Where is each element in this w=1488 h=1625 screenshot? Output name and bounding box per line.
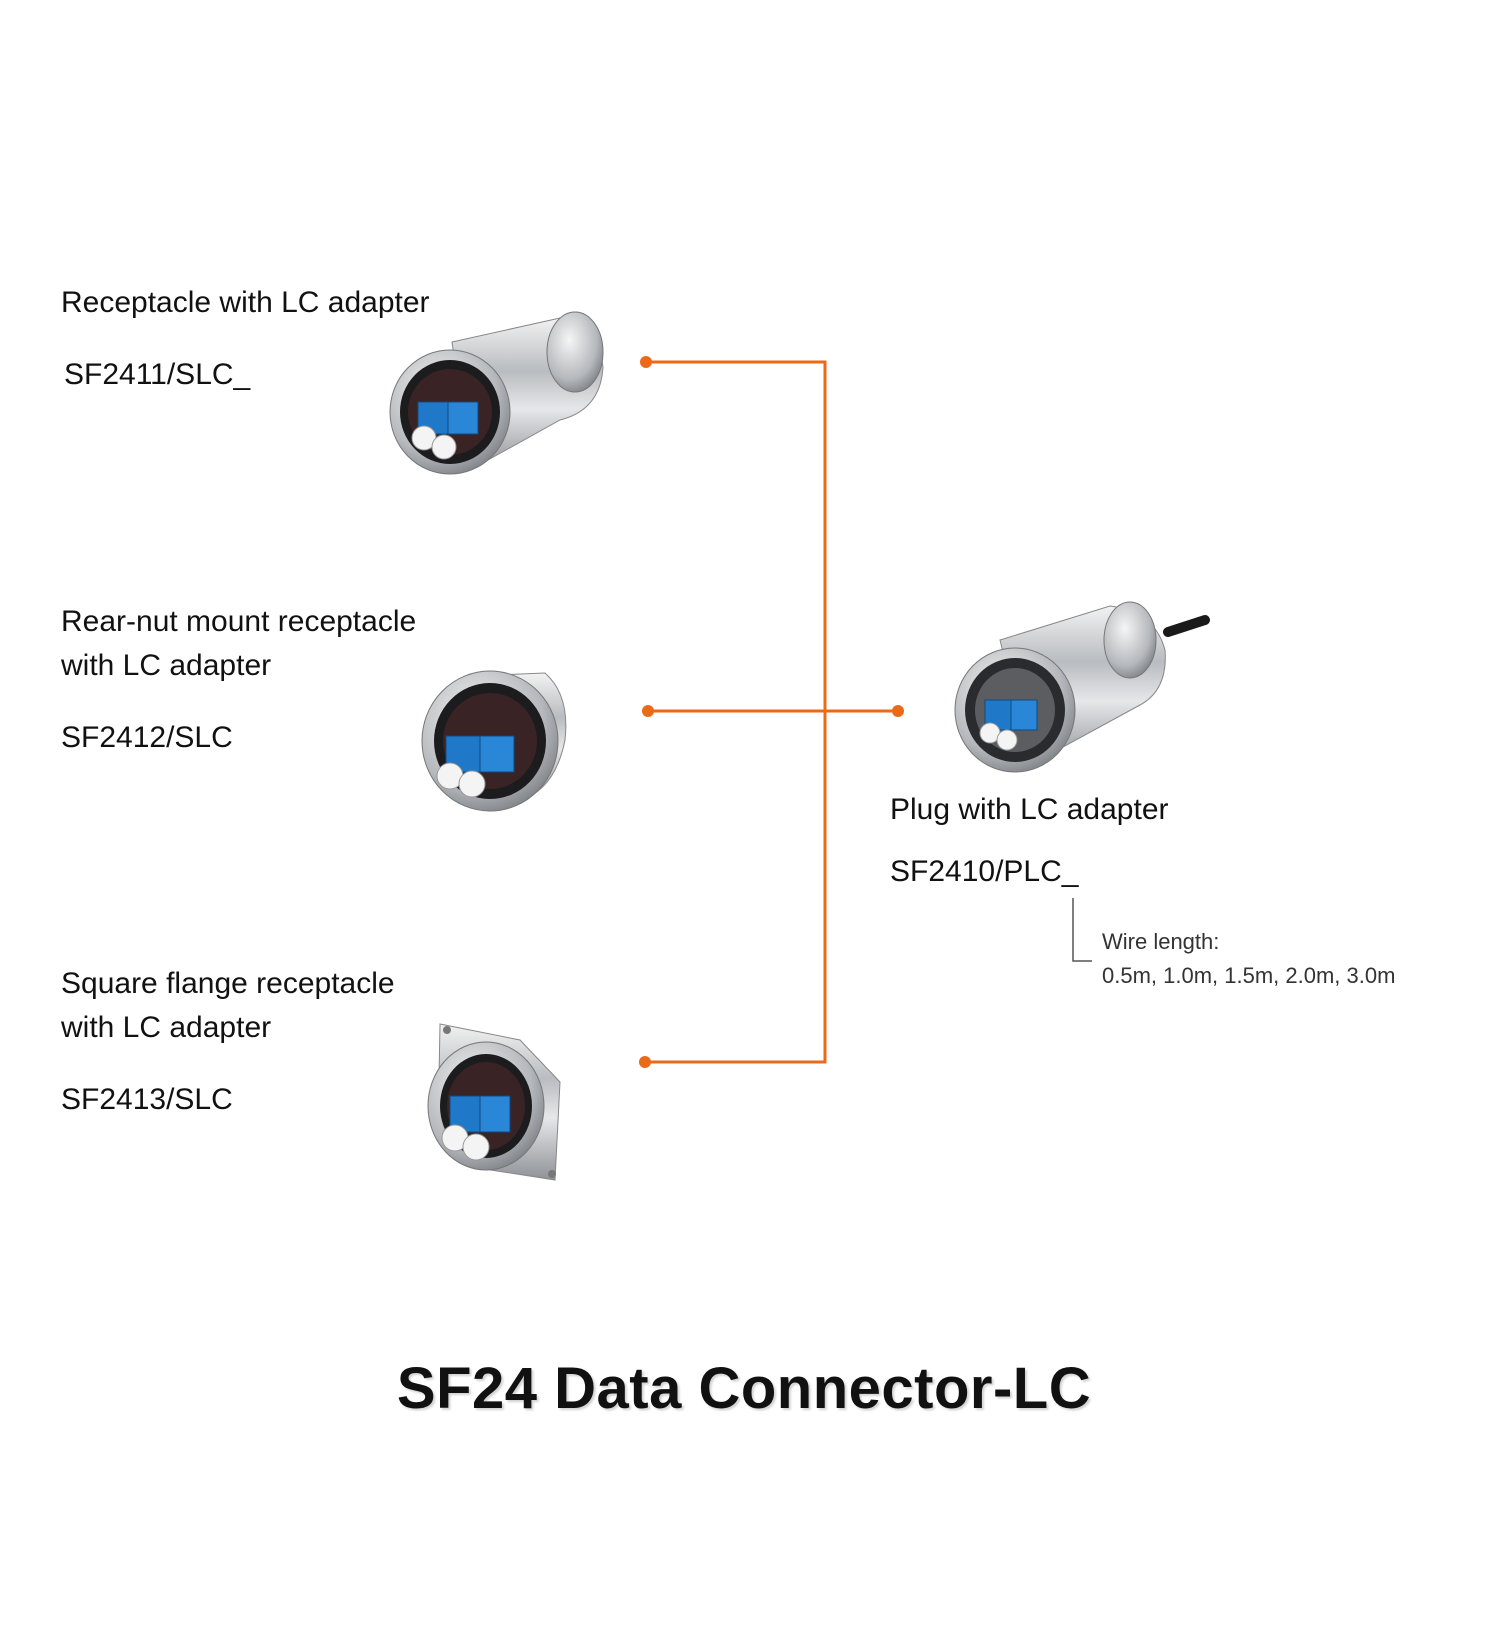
square-flange-receptacle-lc-icon [427,1023,561,1181]
rear-nut-receptacle-lc-icon [421,670,567,812]
connector-dot-receptacle-2 [642,705,654,717]
round-receptacle-lc-icon [389,311,604,475]
plug-lc-icon [954,601,1210,773]
page-title: SF24 Data Connector-LC [396,1356,1092,1421]
wire-length-values: 0.5m, 1.0m, 1.5m, 2.0m, 3.0m [1102,963,1396,988]
receptacle-2-label: Rear-nut mount receptacle with LC adapte… [61,605,417,682]
connector-dot-receptacle-1 [640,356,652,368]
wire-length-leader-line [1072,898,1092,962]
receptacle-1-label: Receptacle with LC adapter [61,286,430,319]
receptacle-3-label: Square flange receptacle with LC adapter [61,967,395,1044]
receptacle-3-code: SF2413/SLC [61,1083,233,1116]
connector-dot-receptacle-3 [639,1056,651,1068]
wire-length-label: Wire length: [1102,929,1220,954]
connector-dot-plug [892,705,904,717]
plug-code: SF2410/PLC_ [890,855,1079,888]
plug-label: Plug with LC adapter [890,793,1169,826]
receptacle-2-code: SF2412/SLC [61,721,233,754]
receptacle-1-code: SF2411/SLC_ [64,358,251,391]
